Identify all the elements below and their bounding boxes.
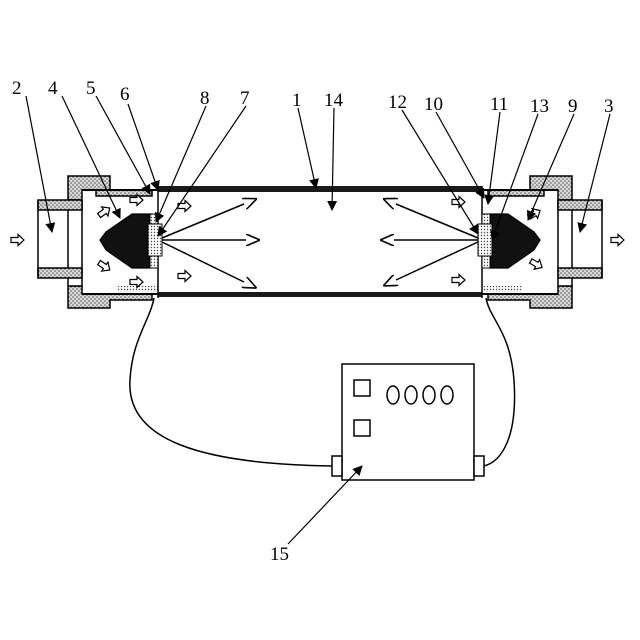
control-box: [332, 364, 484, 480]
left-transducer: [100, 214, 162, 268]
left-cable: [130, 298, 332, 466]
label-11: 11: [490, 94, 508, 115]
indicator-2: [405, 386, 417, 404]
leader-lines: [26, 96, 610, 544]
indicator-1: [387, 386, 399, 404]
main-tube: [158, 186, 482, 298]
label-5: 5: [86, 78, 96, 99]
right-wave-arrows: [394, 204, 478, 280]
label-4: 4: [48, 78, 58, 99]
label-7: 7: [240, 88, 250, 109]
label-8: 8: [200, 88, 210, 109]
reference-numerals: 2 4 5 6 8 7 1 14 12 10 11 13 9 3 15: [12, 78, 614, 565]
indicator-3: [423, 386, 435, 404]
label-14: 14: [324, 90, 344, 111]
label-6: 6: [120, 84, 130, 105]
right-transducer: [478, 214, 540, 268]
label-10: 10: [424, 94, 443, 115]
control-square-2: [354, 420, 370, 436]
label-3: 3: [604, 96, 614, 117]
label-12: 12: [388, 92, 407, 113]
control-square-1: [354, 380, 370, 396]
label-15: 15: [270, 544, 289, 565]
left-wave-arrows: [162, 204, 246, 282]
label-13: 13: [530, 96, 549, 117]
right-cable: [484, 298, 515, 466]
label-9: 9: [568, 96, 578, 117]
label-2: 2: [12, 78, 22, 99]
indicator-4: [441, 386, 453, 404]
label-1: 1: [292, 90, 302, 111]
